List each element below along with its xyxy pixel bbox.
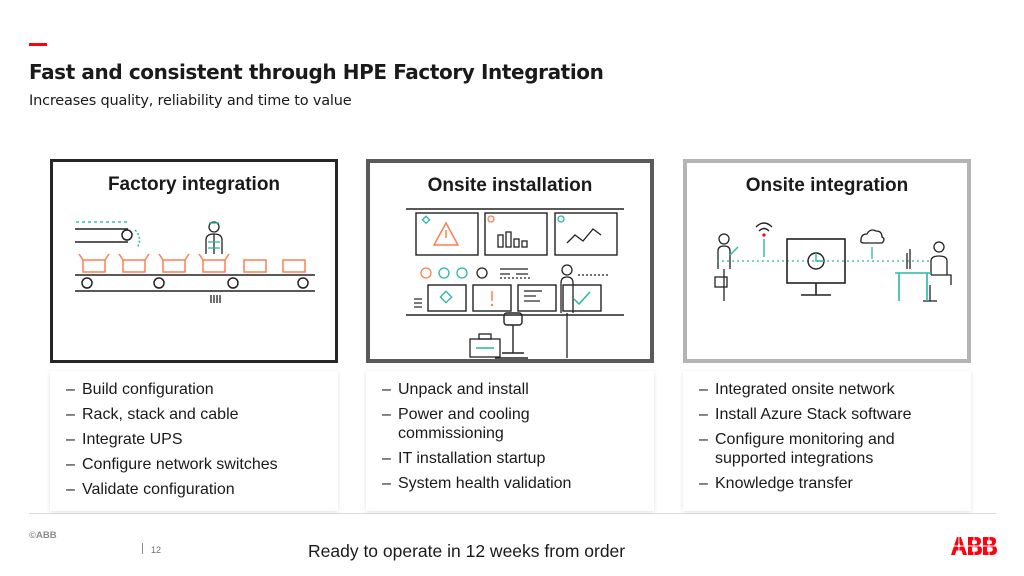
- footer-divider: [29, 513, 996, 514]
- bullet-item: Integrate UPS: [66, 431, 338, 450]
- bullet-item: Knowledge transfer: [699, 475, 971, 494]
- bullet-item: Integrated onsite network: [699, 381, 971, 400]
- network-integration-illustration-icon: [714, 222, 952, 302]
- bullet-item: Rack, stack and cable: [66, 406, 338, 425]
- abb-logo-icon: [950, 536, 1000, 556]
- bullet-item: Configure network switches: [66, 456, 338, 475]
- bullets-factory-integration: Build configuration Rack, stack and cabl…: [50, 371, 338, 511]
- bullet-item: Power and cooling commissioning: [382, 406, 568, 443]
- conveyor-belt-illustration-icon: [75, 221, 315, 303]
- panel-onsite-installation: Onsite installation: [366, 159, 654, 363]
- panel-title: Onsite integration: [745, 175, 909, 196]
- page-number: 12: [151, 545, 162, 555]
- bullets-onsite-installation: Unpack and install Power and cooling com…: [366, 371, 654, 511]
- footer-message: Ready to operate in 12 weeks from order: [308, 541, 626, 561]
- slide-subtitle: Increases quality, reliability and time …: [29, 93, 352, 109]
- bullet-item: Unpack and install: [382, 381, 654, 400]
- panel-title: Factory integration: [107, 174, 281, 195]
- page-number-separator: [142, 543, 143, 554]
- bullet-item: System health validation: [382, 475, 654, 494]
- panel-onsite-integration: Onsite integration: [683, 159, 971, 363]
- bullets-onsite-integration: Integrated onsite network Install Azure …: [683, 371, 971, 511]
- accent-bar: [29, 43, 47, 46]
- slide-title: Fast and consistent through HPE Factory …: [29, 60, 604, 84]
- panel-title: Onsite installation: [427, 175, 593, 196]
- bullet-item: Configure monitoring and supported integ…: [699, 431, 930, 468]
- bullet-item: Validate configuration: [66, 481, 338, 500]
- bullet-item: Build configuration: [66, 381, 338, 400]
- bullet-item: Install Azure Stack software: [699, 406, 971, 425]
- control-room-illustration-icon: [406, 208, 624, 359]
- bullet-item: IT installation startup: [382, 450, 654, 469]
- panel-factory-integration: Factory integration: [50, 159, 338, 363]
- copyright: ©ABB: [29, 530, 57, 541]
